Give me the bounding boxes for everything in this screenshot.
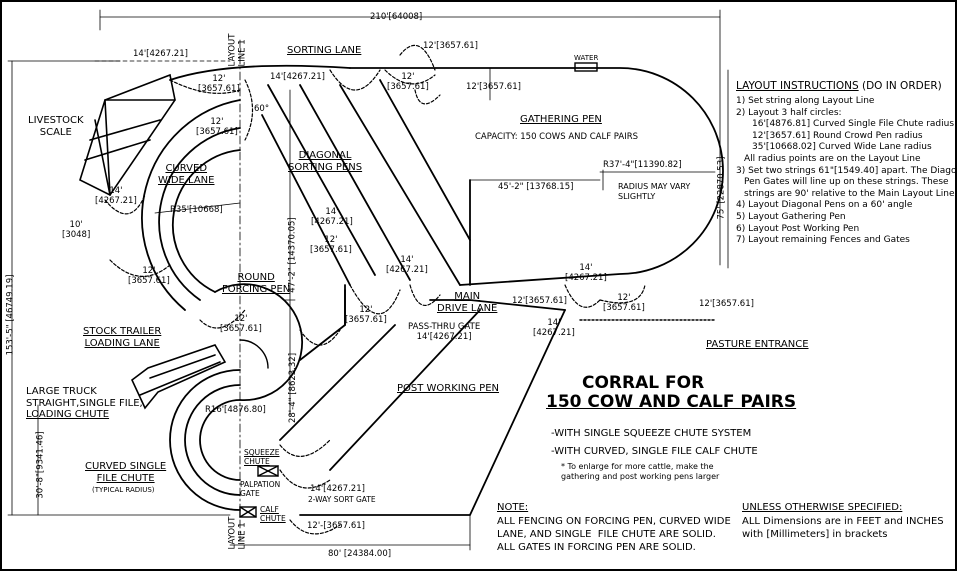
instruction-line: strings are 90' relative to the Main Lay…	[744, 188, 955, 199]
dim-45: 45'-2" [13768.15]	[498, 182, 574, 192]
curved-wide-lane	[141, 99, 241, 311]
instruction-line: 3) Set two strings 61"[1549.40] apart. T…	[736, 165, 957, 176]
layout-line-bottom-label: LAYOUT LINE 1	[227, 516, 248, 550]
palpation-gate-label: PALPATION GATE	[240, 480, 281, 498]
instructions-title-row: LAYOUT INSTRUCTIONS (DO IN ORDER)	[736, 80, 942, 92]
dim-30: 30'-8"[9341.46]	[35, 431, 46, 499]
title-line-2: 150 COW AND CALF PAIRS	[546, 392, 797, 412]
dim-r14-e: 14' [4267.21]	[565, 263, 607, 283]
livestock-scale	[79, 73, 176, 197]
dim-r12-m: 12'-[3657.61]	[307, 521, 366, 531]
dim-r12-c: 12' [3657.61]	[196, 117, 238, 137]
typical-radius-label: (TYPICAL RADIUS)	[92, 486, 155, 494]
dim-r37: R37'-4"[11390.82]	[603, 160, 682, 170]
instructions-title-suffix: (DO IN ORDER)	[861, 80, 942, 92]
calf-chute-label: CALF CHUTE	[260, 505, 286, 523]
dim-r12-a: 12' [3657.61]	[198, 74, 240, 94]
dim-r14-f: 14' [4267.21]	[533, 318, 575, 338]
curved-single-file-chute	[169, 369, 241, 511]
dim-r14-g: 14'[4267.21]	[310, 484, 365, 494]
title-line-1: CORRAL FOR	[582, 373, 705, 393]
curved-wide-lane-label: CURVED WIDE LANE	[158, 163, 215, 186]
title-bullet-1: -WITH SINGLE SQUEEZE CHUTE SYSTEM	[551, 428, 752, 439]
instruction-line: 7) Layout remaining Fences and Gates	[736, 235, 910, 246]
dim-r12-i: 12'[3657.61]	[512, 296, 567, 306]
dim-r16: R16'[4876.80]	[205, 405, 266, 415]
dim-overall-width: 210'[64008]	[370, 12, 423, 22]
dim-r12-g: 12' [3657.61]	[220, 314, 262, 334]
round-forcing-pen	[214, 283, 303, 402]
dim-r12-e: 12'[3657.61]	[466, 82, 521, 92]
livestock-scale-label: LIVESTOCK SCALE	[28, 115, 84, 138]
loading-chute-label: LOADING CHUTE	[26, 409, 110, 420]
post-working-pen	[279, 284, 566, 516]
layout-line-top-label: LAYOUT LINE 1	[227, 33, 248, 67]
dim-r12-f: 12' [3657.61]	[128, 266, 170, 286]
gate-swings	[104, 44, 646, 535]
gathering-pen-outline	[349, 67, 724, 286]
dim-r12-j: 12' [3657.61]	[603, 293, 645, 313]
dim-75: 75' [22870.53]	[716, 156, 727, 220]
dim-153: 153'-5" [46749.19]	[5, 274, 16, 356]
gathering-pen-label: GATHERING PEN	[520, 114, 602, 125]
pass-thru-gate-label: PASS-THRU GATE 14'[4267.21]	[408, 322, 481, 342]
dim-r14-d: 14' [4267.21]	[386, 255, 428, 275]
squeeze-chute-label: SQUEEZE CHUTE	[244, 448, 280, 466]
pasture-entrance-label: PASTURE ENTRANCE	[706, 339, 809, 350]
instruction-line: Pen Gates will line up on these strings.…	[744, 177, 949, 188]
dim-r12-d: 12' [3657.61]	[310, 235, 352, 255]
dim-r10: 10' [3048]	[62, 220, 91, 240]
loading-chute	[131, 344, 227, 410]
instruction-line: 35'[10668.02] Curved Wide Lane radius	[752, 142, 932, 153]
dim-angle: 60°	[254, 104, 270, 114]
dim-28: 28'-4" [8623.32]	[288, 352, 299, 424]
instruction-line: All radius points are on the Layout Line	[744, 153, 921, 164]
dim-r12-top: 12'[3657.61]	[423, 41, 478, 51]
note-body: ALL FENCING ON FORCING PEN, CURVED WIDE …	[497, 516, 731, 553]
stock-trailer-label: STOCK TRAILER LOADING LANE	[83, 326, 162, 349]
curved-single-file-label: CURVED SINGLE FILE CHUTE	[85, 461, 167, 484]
instruction-line: 1) Set string along Layout Line	[736, 96, 875, 106]
dim-r14-a: 14'[4267.21]	[270, 72, 325, 82]
dim-r14-c: 14' [4267.21]	[311, 207, 353, 227]
radius-vary-label: RADIUS MAY VARY SLIGHTLY	[618, 182, 691, 201]
instruction-line: 2) Layout 3 half circles:	[736, 107, 842, 118]
dim-r12-b: 12' [3657.61]	[387, 72, 429, 92]
water-label: WATER	[574, 54, 599, 62]
dim-r14-b: 14' [4267.21]	[95, 186, 137, 206]
diagonal-sorting-pens-label: DIAGONAL SORTING PENS	[288, 150, 363, 173]
sorting-lane-label: SORTING LANE	[287, 45, 362, 56]
note-title: NOTE:	[497, 502, 529, 513]
two-way-sort-gate-label: 2-WAY SORT GATE	[308, 495, 376, 504]
instruction-line: 12'[3657.61] Round Crowd Pen radius	[752, 130, 923, 141]
instruction-line: 4) Layout Diagonal Pens on a 60' angle	[736, 200, 913, 211]
post-working-pen-label: POST WORKING PEN	[397, 383, 499, 394]
title-bullet-2: -WITH CURVED, SINGLE FILE CALF CHUTE	[551, 446, 758, 457]
title-note-small: * To enlarge for more cattle, make the g…	[561, 462, 720, 481]
dim-top-left: 14'[4267.21]	[133, 49, 188, 59]
instructions-title: LAYOUT INSTRUCTIONS	[736, 80, 859, 92]
main-drive-lane-label: MAIN DRIVE LANE	[437, 291, 498, 314]
units-body: ALL Dimensions are in FEET and INCHES wi…	[742, 516, 944, 540]
round-forcing-pen-label: ROUND FORCING PEN	[222, 272, 291, 295]
dim-80: 80' [24384.00]	[328, 549, 392, 559]
diagonal-sorting-pens	[261, 79, 471, 286]
instruction-line: 6) Layout Post Working Pen	[736, 223, 860, 234]
instruction-line: 16'[4876.81] Curved Single File Chute ra…	[752, 119, 955, 130]
large-truck-label: LARGE TRUCK STRAIGHT,SINGLE FILE,	[26, 386, 143, 409]
dimension-lines	[7, 9, 729, 551]
dim-r12-l: 12'[3657.61]	[699, 299, 754, 309]
capacity-label: CAPACITY: 150 COWS AND CALF PAIRS	[475, 132, 639, 142]
dim-r12-h: 12' [3657.61]	[345, 305, 387, 325]
water-trough	[574, 62, 598, 72]
units-title: UNLESS OTHERWISE SPECIFIED:	[742, 502, 903, 513]
dim-r35: R35'[10668]	[170, 205, 223, 215]
instruction-line: 5) Layout Gathering Pen	[736, 211, 846, 222]
chute-boxes	[239, 465, 279, 518]
